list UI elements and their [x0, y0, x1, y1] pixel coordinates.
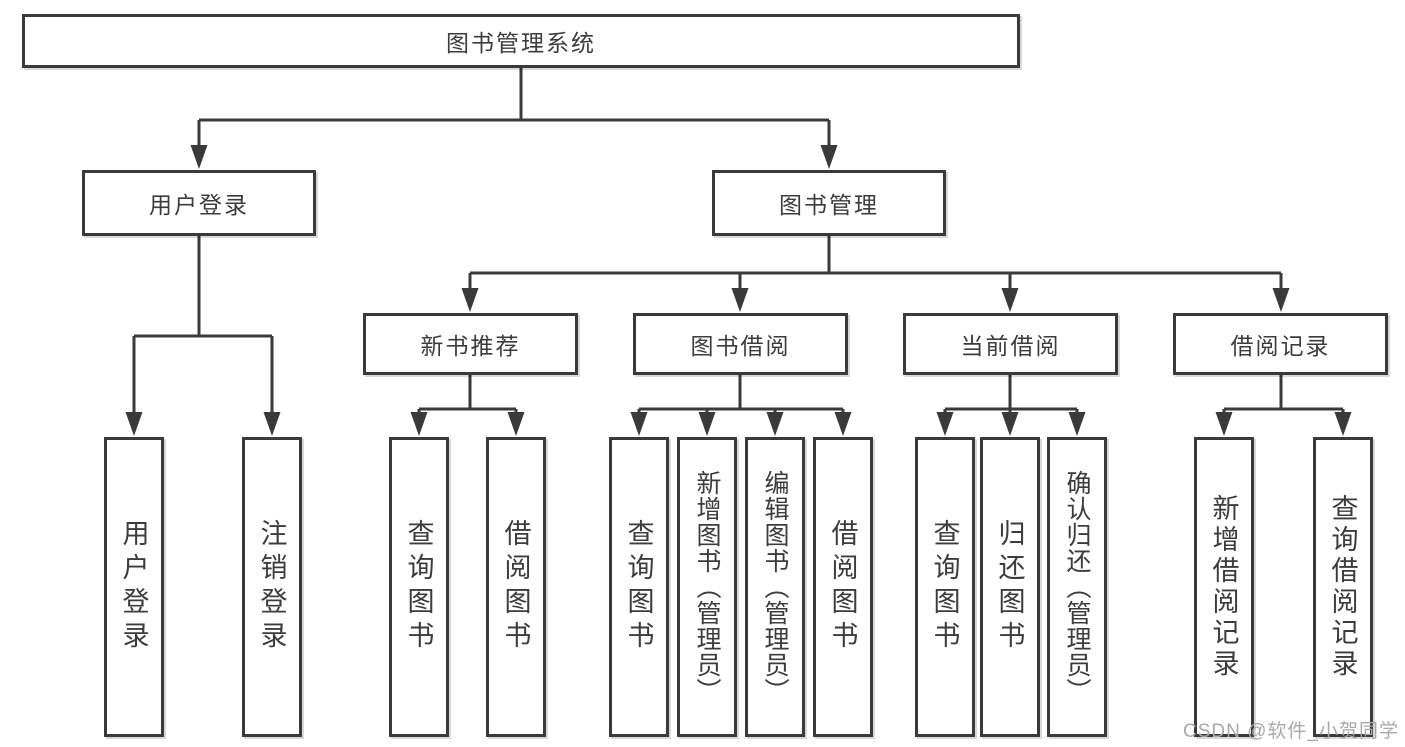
node-book-borrowing: 图书借阅 [633, 313, 848, 375]
node-book-management: 图书管理 [712, 170, 946, 236]
leaf-query-borrow-record: 查询借阅记录 [1313, 437, 1373, 737]
connector-paths [132, 68, 1345, 418]
leaf-user-login: 用户登录 [104, 437, 164, 737]
leaf-confirm-return-admin: 确认归还（管理员） [1047, 437, 1107, 737]
leaf-add-books-admin: 新增图书（管理员） [677, 437, 737, 737]
leaf-query-books-recommend: 查询图书 [389, 437, 449, 737]
csdn-watermark: CSDN @软件_小贺同学 [1183, 721, 1399, 742]
node-new-book-recommend: 新书推荐 [363, 313, 578, 375]
leaf-query-books-current: 查询图书 [915, 437, 975, 737]
leaf-borrow-books-recommend: 借阅图书 [486, 437, 546, 737]
leaf-add-borrow-record: 新增借阅记录 [1194, 437, 1254, 737]
leaf-edit-books-admin: 编辑图书（管理员） [745, 437, 805, 737]
node-current-borrowing: 当前借阅 [903, 313, 1118, 375]
leaf-borrow-books-borrowing: 借阅图书 [813, 437, 873, 737]
leaf-query-books-borrowing: 查询图书 [609, 437, 669, 737]
node-user-login: 用户登录 [82, 170, 316, 236]
node-borrowing-records: 借阅记录 [1173, 313, 1388, 375]
leaf-logout: 注销登录 [242, 437, 302, 737]
node-root-library-system: 图书管理系统 [22, 14, 1020, 68]
leaf-return-books: 归还图书 [980, 437, 1040, 737]
